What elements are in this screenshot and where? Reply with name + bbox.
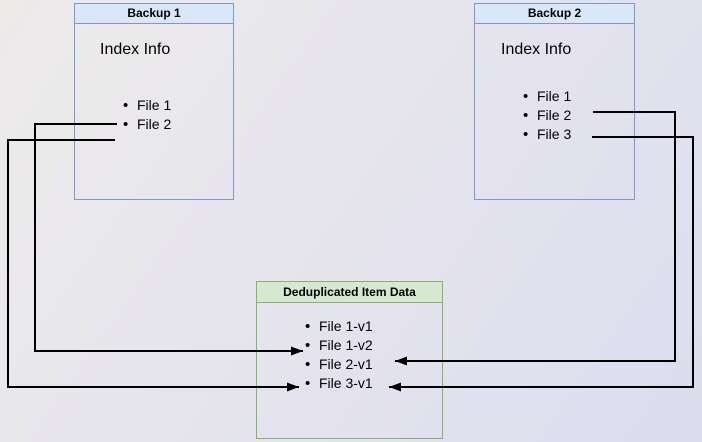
file-label: File 1 [137, 97, 172, 113]
dedup-node: Deduplicated Item Data File 1-v1 File 1-… [256, 281, 443, 439]
file-label: File 2 [537, 107, 572, 123]
file-label: File 3 [537, 126, 572, 142]
bullet-icon [305, 374, 319, 393]
backup2-file-list: File 1 File 2 File 3 [523, 87, 571, 144]
list-item: File 3 [523, 125, 571, 144]
backup1-node: Backup 1 Index Info File 1 File 2 [74, 3, 234, 200]
list-item: File 1-v2 [305, 336, 373, 355]
file-label: File 2-v1 [319, 356, 373, 372]
file-label: File 1-v1 [319, 318, 373, 334]
file-label: File 3-v1 [319, 375, 373, 391]
list-item: File 1-v1 [305, 317, 373, 336]
file-label: File 2 [137, 116, 172, 132]
dedup-title: Deduplicated Item Data [257, 282, 442, 303]
file-label: File 1-v2 [319, 337, 373, 353]
bullet-icon [523, 106, 537, 125]
bullet-icon [305, 336, 319, 355]
list-item: File 3-v1 [305, 374, 373, 393]
bullet-icon [123, 115, 137, 134]
backup2-node: Backup 2 Index Info File 1 File 2 File 3 [474, 3, 635, 200]
list-item: File 2 [123, 115, 171, 134]
list-item: File 1 [523, 87, 571, 106]
list-item: File 2 [523, 106, 571, 125]
bullet-icon [305, 355, 319, 374]
list-item: File 2-v1 [305, 355, 373, 374]
backup2-index-info-label: Index Info [501, 41, 572, 58]
list-item: File 1 [123, 96, 171, 115]
backup2-title: Backup 2 [475, 4, 634, 24]
dedup-file-list: File 1-v1 File 1-v2 File 2-v1 File 3-v1 [305, 317, 373, 393]
bullet-icon [305, 317, 319, 336]
file-label: File 1 [537, 88, 572, 104]
backup1-title: Backup 1 [75, 4, 233, 24]
bullet-icon [523, 125, 537, 144]
backup1-file-list: File 1 File 2 [123, 96, 171, 134]
bullet-icon [123, 96, 137, 115]
backup1-index-info-label: Index Info [100, 41, 171, 58]
bullet-icon [523, 87, 537, 106]
